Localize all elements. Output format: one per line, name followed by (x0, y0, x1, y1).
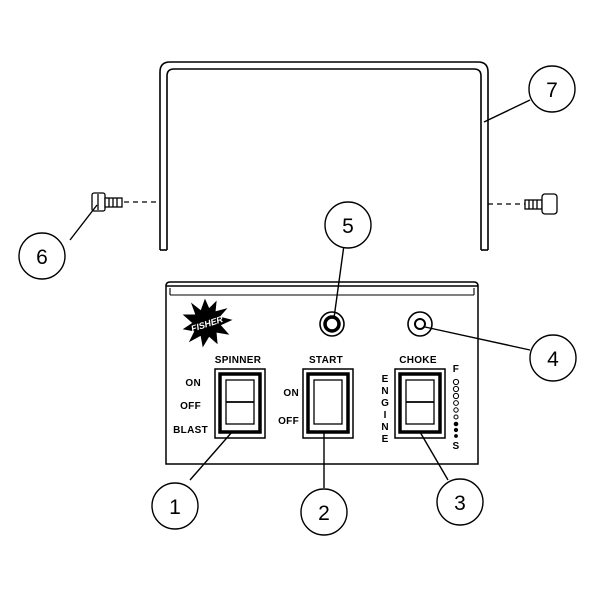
spinner-off-label: OFF (180, 401, 201, 412)
callout-4-number: 4 (547, 348, 559, 371)
callout-1: 1 (151, 482, 199, 530)
spinner-blast-label: BLAST (173, 425, 208, 436)
left-bolt (91, 192, 123, 212)
mounting-bracket (159, 61, 489, 251)
start-switch (302, 368, 354, 439)
callout-7-number: 7 (546, 79, 558, 102)
start-off-label: OFF (278, 416, 299, 427)
choke-scale-bottom: S (453, 441, 460, 452)
choke-scale-top: F (453, 364, 459, 375)
callout-4: 4 (529, 334, 577, 382)
choke-scale-dots (452, 378, 460, 438)
callout-5-number: 5 (342, 215, 354, 238)
leader-lines (69, 99, 531, 488)
engine-label: ENGINE (380, 374, 391, 446)
control-panel (165, 281, 479, 465)
callout-6: 6 (18, 232, 66, 280)
spinner-switch (214, 368, 266, 439)
spinner-on-label: ON (185, 378, 201, 389)
fisher-logo: FISHER (182, 298, 233, 348)
callout-6-number: 6 (36, 246, 48, 269)
callout-2: 2 (300, 488, 348, 536)
indicator-light-right (407, 311, 433, 337)
right-bolt (524, 193, 558, 215)
callout-5: 5 (324, 201, 372, 249)
choke-switch (394, 368, 446, 439)
callout-3-number: 3 (454, 492, 466, 515)
callout-3: 3 (436, 478, 484, 526)
choke-title: CHOKE (399, 355, 437, 366)
callout-2-number: 2 (318, 502, 330, 525)
callout-7: 7 (528, 65, 576, 113)
start-on-label: ON (283, 388, 299, 399)
spinner-title: SPINNER (215, 355, 262, 366)
indicator-light-center (319, 311, 345, 337)
callout-1-number: 1 (169, 496, 181, 519)
start-title: START (309, 355, 343, 366)
